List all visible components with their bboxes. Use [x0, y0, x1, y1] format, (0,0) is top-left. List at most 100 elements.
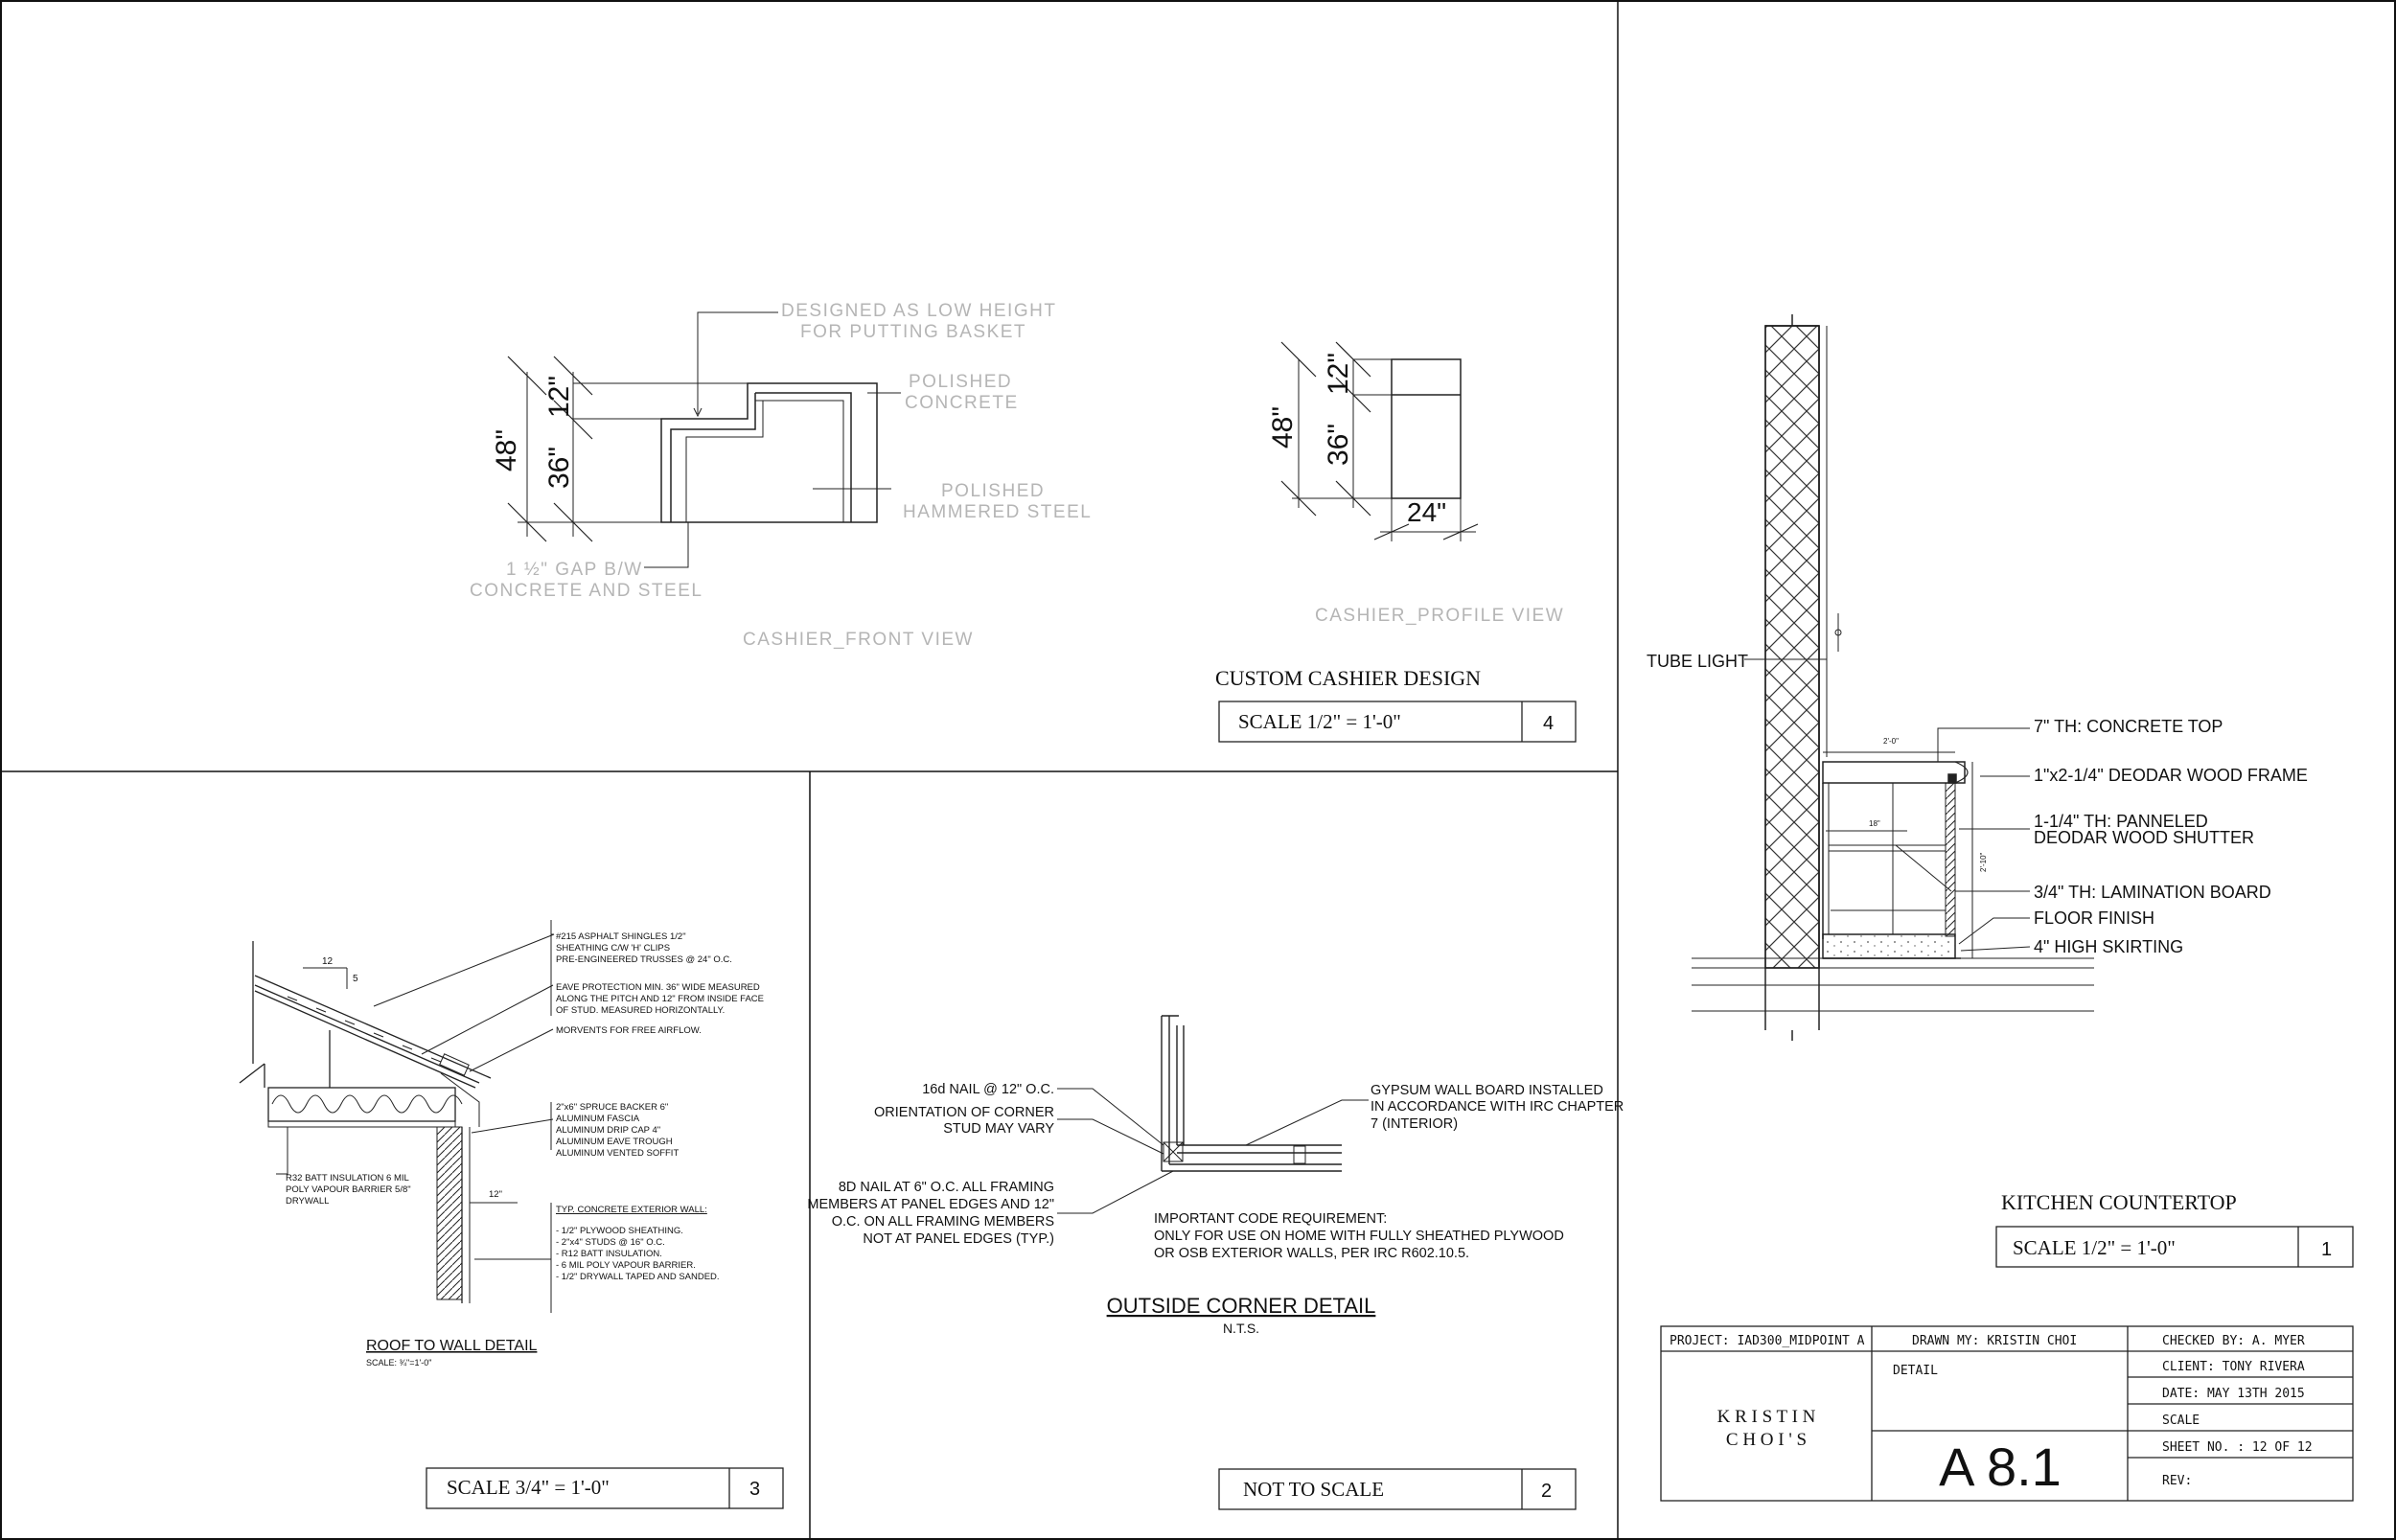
skirting-label: 4" HIGH SKIRTING [2034, 937, 2183, 956]
dim-48-front: 48" [491, 429, 522, 471]
roof-note4-line1: 2"x6" SPRUCE BACKER 6" [556, 1102, 668, 1113]
slope-rise: 5 [353, 974, 358, 984]
paneled-shutter-label-1: 1-1/4" TH: PANNELED [2034, 812, 2208, 831]
cashier-profile-labels: 48" 12" 36" 24" CASHIER_PROFILE VIEW [1267, 353, 1564, 626]
tb-drawn-by: DRAWN MY: KRISTIN CHOI [1912, 1334, 2077, 1348]
dim-12-front: 12" [543, 376, 575, 418]
roof-note5-line2: POLY VAPOUR BARRIER 5/8" [286, 1184, 411, 1195]
title-block-text: PROJECT: IAD300_MIDPOINT A DRAWN MY: KRI… [1670, 1334, 2313, 1497]
polished-concrete-line2: CONCRETE [905, 393, 1019, 413]
wall-spec-item4: - 6 MIL POLY VAPOUR BARRIER. [556, 1260, 696, 1271]
roof-scale: SCALE 3/4" = 1'-0" [447, 1476, 610, 1499]
floor-finish-label: FLOOR FINISH [2034, 908, 2154, 928]
cashier-scale-box [1218, 701, 1577, 743]
roof-drawing [239, 920, 555, 1313]
title-block [1660, 1325, 2354, 1502]
corner-note-orient-1: ORIENTATION OF CORNER [874, 1105, 1054, 1120]
roof-note3: MORVENTS FOR FREE AIRFLOW. [556, 1025, 702, 1036]
corner-drawing [1057, 1015, 1369, 1214]
cashier-profile-drawing [1280, 341, 1479, 541]
slope-run: 12 [322, 956, 334, 967]
tb-rev: REV: [2162, 1474, 2192, 1488]
wood-frame-label: 1"x2-1/4" DEODAR WOOD FRAME [2034, 766, 2308, 785]
roof-note1-line3: PRE-ENGINEERED TRUSSES @ 24" O.C. [556, 954, 732, 965]
dim-18: 18" [1869, 819, 1880, 828]
roof-title: ROOF TO WALL DETAIL [366, 1338, 538, 1354]
tb-project: PROJECT: IAD300_MIDPOINT A [1670, 1334, 1865, 1348]
cashier-title: CUSTOM CASHIER DESIGN [1215, 666, 1481, 690]
dim-36-front: 36" [543, 447, 575, 489]
roof-note4-line5: ALUMINUM VENTED SOFFIT [556, 1148, 679, 1159]
kitchen-detail-number: 1 [2321, 1239, 2332, 1260]
dim-48-profile: 48" [1267, 406, 1299, 448]
roof-note4-line4: ALUMINUM EAVE TROUGH [556, 1137, 673, 1147]
cashier-detail-number: 4 [1543, 713, 1554, 734]
dim-36-profile: 36" [1323, 424, 1354, 466]
dim-2-10: 2'-10" [1979, 852, 1988, 872]
wall-spec-item2: - 2"x4" STUDS @ 16" O.C. [556, 1237, 665, 1248]
roof-note1-line2: SHEATHING C/W 'H' CLIPS [556, 943, 670, 954]
corner-note-gyp-1: GYPSUM WALL BOARD INSTALLED [1371, 1083, 1603, 1098]
code-requirement-title: IMPORTANT CODE REQUIREMENT: [1154, 1211, 1387, 1227]
wall-spec-item5: - 1/2" DRYWALL TAPED AND SANDED. [556, 1272, 720, 1282]
corner-note-8d-3: O.C. ON ALL FRAMING MEMBERS [832, 1214, 1054, 1230]
tube-light-label: TUBE LIGHT [1647, 652, 1748, 671]
roof-subscale: SCALE: ¾"=1'-0" [366, 1358, 431, 1368]
wall-spec-title: TYP. CONCRETE EXTERIOR WALL: [556, 1205, 707, 1215]
cashier-profile-view-label: CASHIER_PROFILE VIEW [1315, 606, 1564, 626]
cashier-front-labels: DESIGNED AS LOW HEIGHT FOR PUTTING BASKE… [470, 301, 1092, 650]
corner-title: OUTSIDE CORNER DETAIL [1107, 1294, 1376, 1318]
gap-note-line1: 1 ½" GAP B/W [506, 560, 643, 580]
kitchen-scale-box [1995, 1226, 2354, 1268]
tb-detail: DETAIL [1893, 1364, 1938, 1378]
roof-detail-number: 3 [749, 1479, 760, 1500]
corner-note-gyp-3: 7 (INTERIOR) [1371, 1116, 1458, 1132]
code-requirement-line2: OR OSB EXTERIOR WALLS, PER IRC R602.10.5… [1154, 1246, 1469, 1261]
roof-note5-line3: DRYWALL [286, 1196, 329, 1207]
tb-client: CLIENT: TONY RIVERA [2162, 1360, 2305, 1374]
corner-note-gyp-2: IN ACCORDANCE WITH IRC CHAPTER [1371, 1099, 1624, 1115]
polished-concrete-line1: POLISHED [909, 372, 1012, 392]
cashier-front-view-label: CASHIER_FRONT VIEW [743, 630, 974, 650]
corner-note-16d: 16d NAIL @ 12" O.C. [922, 1082, 1054, 1097]
roof-note4-line2: ALUMINUM FASCIA [556, 1114, 640, 1124]
tb-date: DATE: MAY 13TH 2015 [2162, 1387, 2305, 1401]
hammered-steel-line2: HAMMERED STEEL [903, 502, 1092, 522]
roof-note1-line1: #215 ASPHALT SHINGLES 1/2" [556, 931, 686, 942]
cashier-front-drawing [507, 311, 901, 568]
corner-labels: 16d NAIL @ 12" O.C. ORIENTATION OF CORNE… [807, 1082, 1624, 1336]
code-requirement-line1: ONLY FOR USE ON HOME WITH FULLY SHEATHED… [1154, 1229, 1564, 1244]
roof-note5-line1: R32 BATT INSULATION 6 MIL [286, 1173, 409, 1184]
cashier-note-line1: DESIGNED AS LOW HEIGHT [781, 301, 1056, 321]
lamination-board-label: 3/4" TH: LAMINATION BOARD [2034, 883, 2271, 902]
roof-note2-line3: OF STUD. MEASURED HORIZONTALLY. [556, 1005, 725, 1016]
tb-sheet-no: SHEET NO. : 12 OF 12 [2162, 1440, 2313, 1455]
tb-firm-line1: K R I S T I N [1717, 1407, 1816, 1427]
tb-sheet-id: A 8.1 [1939, 1437, 2062, 1497]
tb-firm-line2: C H O I ' S [1726, 1430, 1807, 1450]
wall-spec-item1: - 1/2" PLYWOOD SHEATHING. [556, 1226, 683, 1236]
roof-note2-line2: ALONG THE PITCH AND 12" FROM INSIDE FACE [556, 994, 764, 1004]
roof-scale-box [426, 1467, 784, 1509]
kitchen-drawing [1692, 314, 2094, 1041]
corner-scale-box [1218, 1468, 1577, 1510]
paneled-shutter-label-2: DEODAR WOOD SHUTTER [2034, 828, 2254, 847]
roof-note2-line1: EAVE PROTECTION MIN. 36" WIDE MEASURED [556, 982, 760, 993]
corner-note-8d-4: NOT AT PANEL EDGES (TYP.) [863, 1231, 1054, 1247]
tb-checked-by: CHECKED BY: A. MYER [2162, 1334, 2305, 1348]
cashier-scale: SCALE 1/2" = 1'-0" [1238, 710, 1401, 733]
corner-note-8d-1: 8D NAIL AT 6" O.C. ALL FRAMING [839, 1180, 1054, 1195]
roof-labels: 12 5 #215 ASPHALT SHINGLES 1/2" SHEATHIN… [286, 931, 764, 1368]
dim-24-profile: 24" [1407, 497, 1446, 527]
corner-detail-number: 2 [1541, 1481, 1552, 1502]
roof-dim-12: 12" [489, 1189, 502, 1200]
cashier-note-line2: FOR PUTTING BASKET [800, 322, 1026, 342]
corner-note-orient-2: STUD MAY VARY [943, 1121, 1054, 1137]
corner-scale: NOT TO SCALE [1243, 1478, 1384, 1501]
kitchen-labels: TUBE LIGHT 7" TH: CONCRETE TOP 1"x2-1/4"… [1647, 652, 2308, 1214]
kitchen-title: KITCHEN COUNTERTOP [2001, 1190, 2237, 1214]
concrete-top-label: 7" TH: CONCRETE TOP [2034, 717, 2223, 736]
wall-spec-item3: - R12 BATT INSULATION. [556, 1249, 662, 1259]
